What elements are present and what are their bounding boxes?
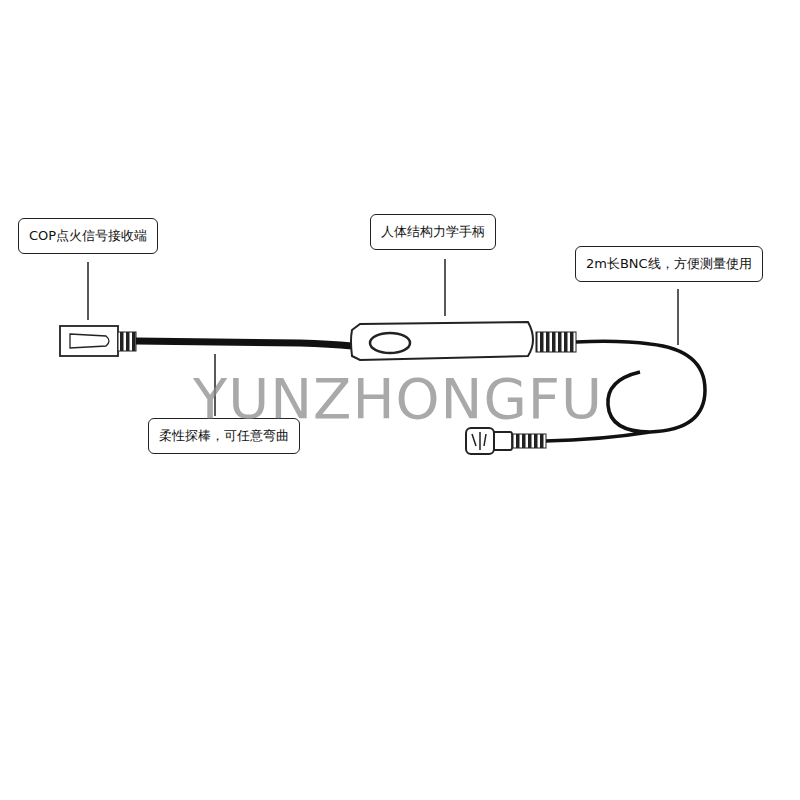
flexible-rod <box>136 341 352 346</box>
callout-text: 人体结构力学手柄 <box>381 224 485 239</box>
bnc-connector <box>466 428 546 454</box>
handle <box>351 322 576 360</box>
callout-box: COP点火信号接收端 <box>18 218 158 254</box>
watermark: YUNZHONGFU <box>193 366 603 431</box>
callout-text: 2m长BNC线，方便测量使用 <box>586 256 752 271</box>
callout-text: COP点火信号接收端 <box>29 228 147 243</box>
callout-box: 2m长BNC线，方便测量使用 <box>575 246 763 282</box>
cop-receiver <box>60 326 136 356</box>
callout-box: 人体结构力学手柄 <box>370 214 496 250</box>
